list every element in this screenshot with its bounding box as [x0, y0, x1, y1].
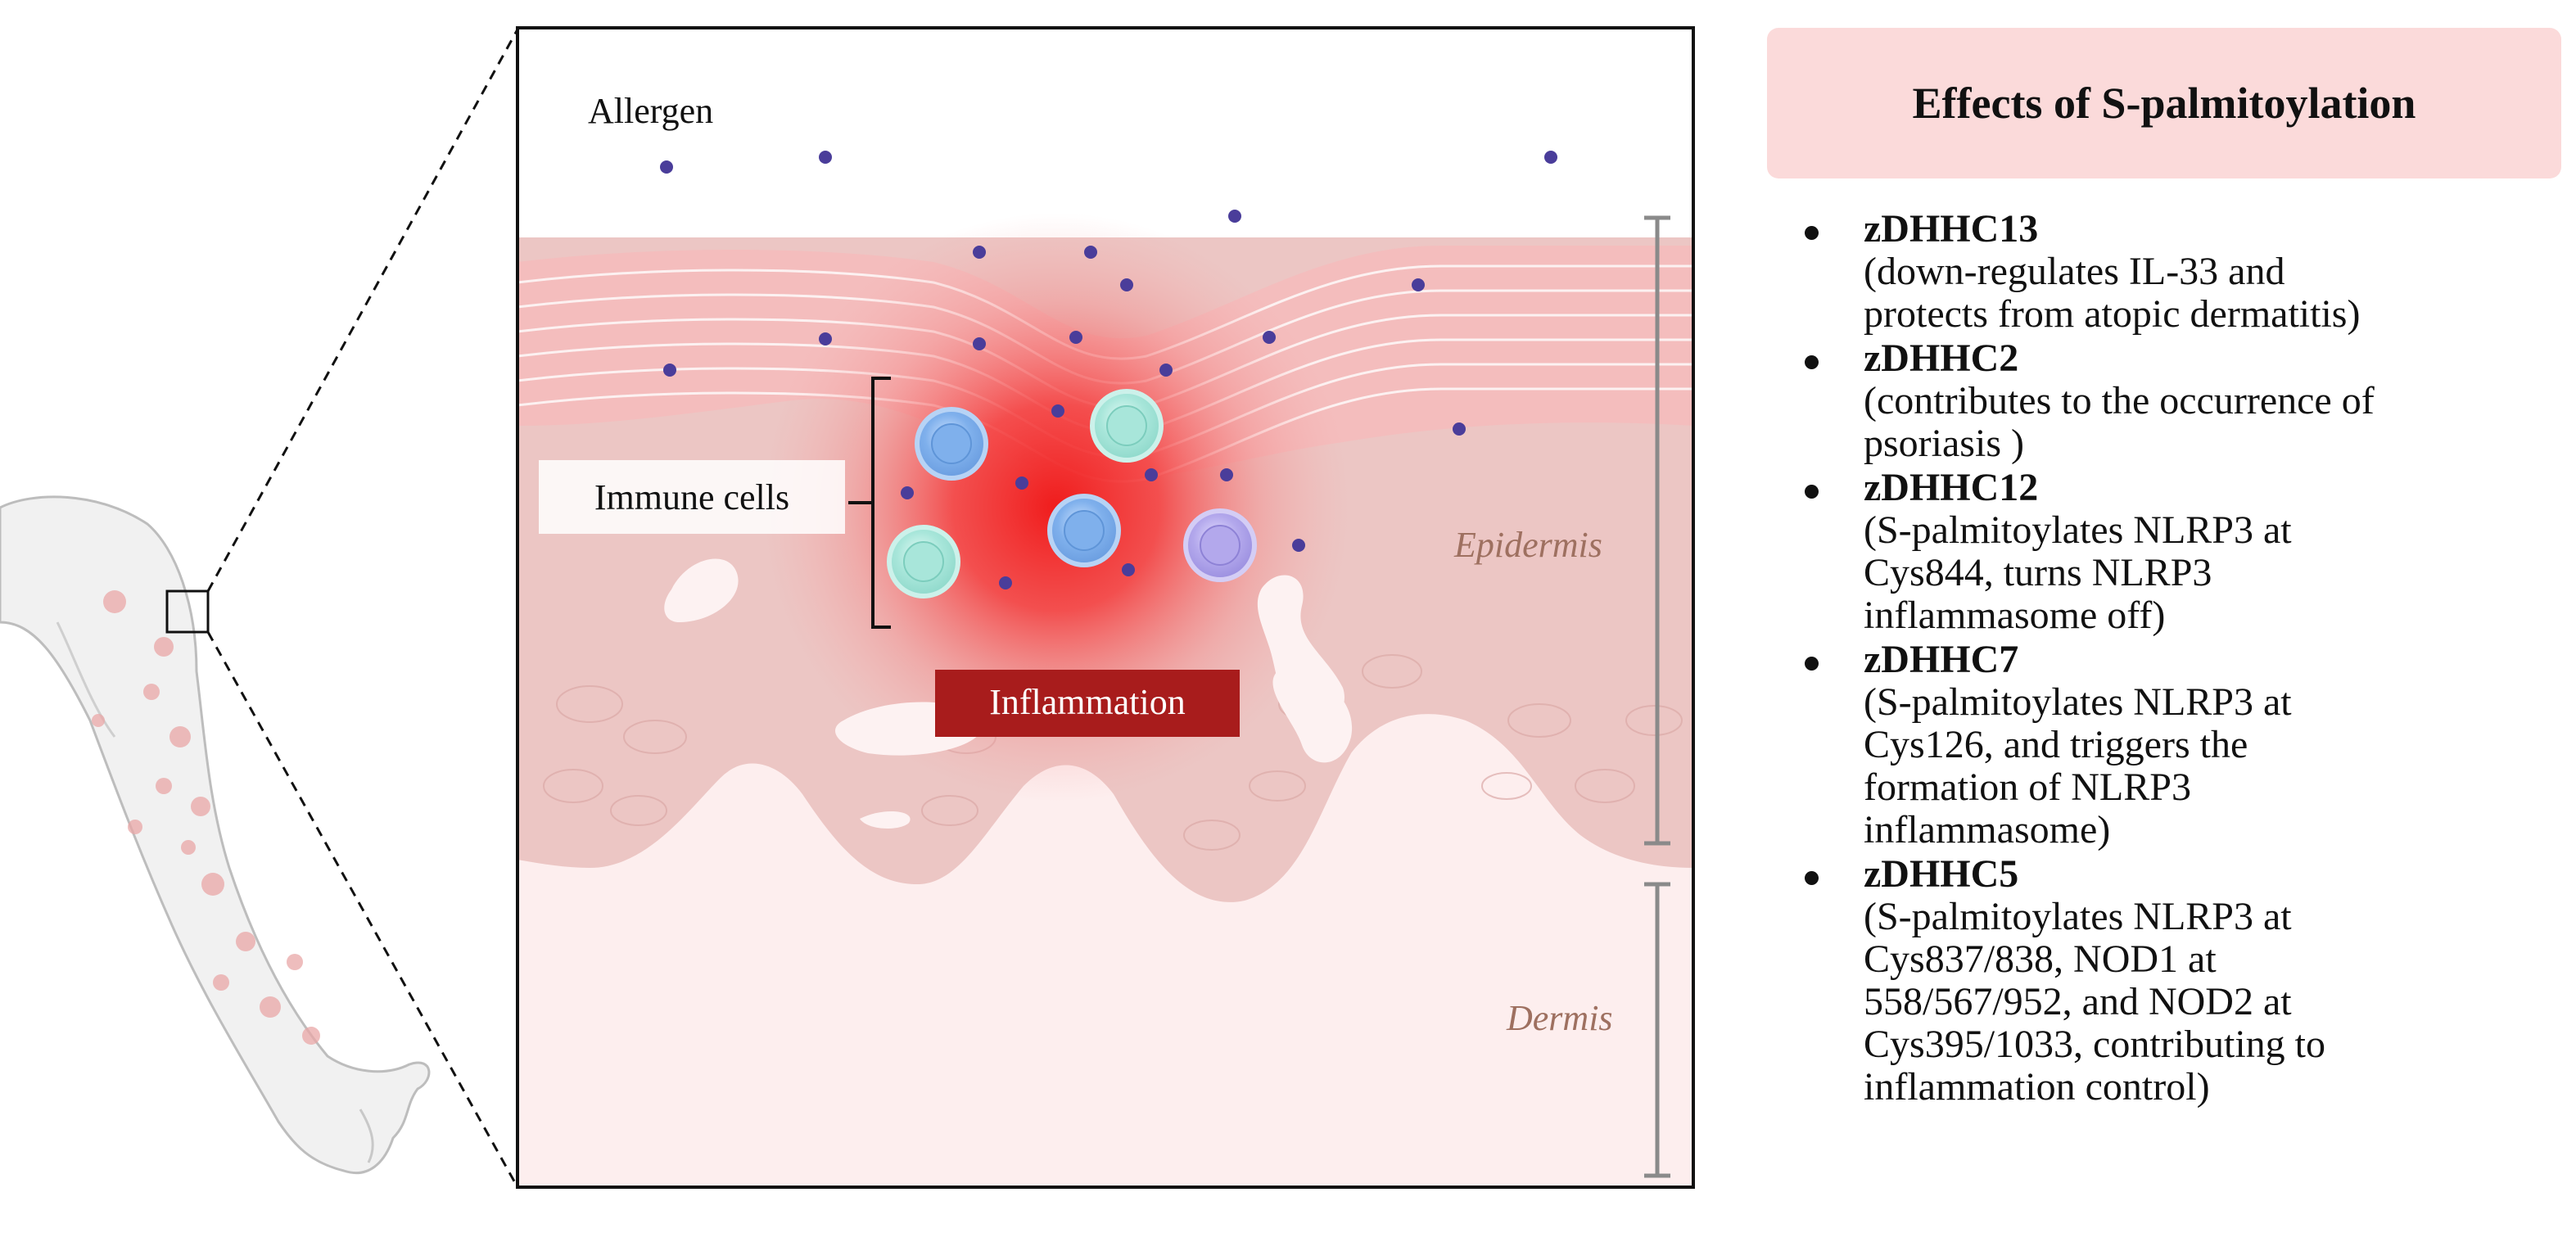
- inflammation-label: Inflammation: [989, 682, 1186, 722]
- arm-illustration: [0, 495, 431, 1175]
- epidermis-scale-bar: [1644, 215, 1670, 846]
- rash-spots: [92, 590, 320, 1045]
- zoom-box: [165, 589, 210, 634]
- bullet-icon: [1805, 226, 1819, 240]
- effect-name: zDHHC2: [1864, 336, 2019, 380]
- skin-diagram: Immune cells Allergen Inflammation Epide…: [0, 26, 1695, 1189]
- effect-description: (S-palmitoylates NLRP3 at Cys837/838, NO…: [1864, 895, 2325, 1109]
- immune-cells: [887, 389, 1257, 598]
- effects-panel: Effects of S-palmitoylation zDHHC13 (dow…: [1762, 28, 2565, 1223]
- effect-item-zdhhc13: zDHHC13 (down-regulates IL-33 and protec…: [1762, 208, 2565, 336]
- effect-description: (S-palmitoylates NLRP3 at Cys126, and tr…: [1864, 680, 2292, 851]
- immune-cells-bracket: [848, 377, 891, 629]
- bullet-icon: [1805, 355, 1819, 369]
- effects-header: Effects of S-palmitoylation: [1767, 28, 2561, 178]
- epidermis-label: Epidermis: [1453, 525, 1602, 565]
- allergen-label: Allergen: [588, 91, 713, 131]
- immune-cells-label: Immune cells: [594, 477, 789, 517]
- effects-title: Effects of S-palmitoylation: [1912, 79, 2416, 128]
- effect-description: (S-palmitoylates NLRP3 at Cys844, turns …: [1864, 508, 2292, 637]
- effect-name: zDHHC13: [1864, 207, 2039, 251]
- bullet-icon: [1805, 485, 1819, 499]
- zoom-line-bottom: [206, 631, 519, 1188]
- effect-name: zDHHC5: [1864, 852, 2019, 896]
- zoom-frame: [516, 26, 1695, 1189]
- effect-item-zdhhc7: zDHHC7 (S-palmitoylates NLRP3 at Cys126,…: [1762, 639, 2565, 851]
- effect-description: (down-regulates IL-33 and protects from …: [1864, 250, 2361, 336]
- immune-cells-label-bg: [539, 460, 845, 534]
- effect-name: zDHHC7: [1864, 638, 2019, 681]
- effect-item-zdhhc5: zDHHC5 (S-palmitoylates NLRP3 at Cys837/…: [1762, 853, 2565, 1109]
- bullet-icon: [1805, 871, 1819, 885]
- effect-description: (contributes to the occurrence of psoria…: [1864, 379, 2375, 465]
- dermis-label: Dermis: [1506, 998, 1613, 1038]
- effect-item-zdhhc2: zDHHC2 (contributes to the occurrence of…: [1762, 337, 2565, 465]
- effect-name: zDHHC12: [1864, 466, 2039, 509]
- inflammation-box: [935, 670, 1240, 737]
- bullet-icon: [1805, 657, 1819, 671]
- dermis-scale-bar: [1644, 882, 1670, 1178]
- allergen-particles: [660, 151, 1557, 589]
- effect-item-zdhhc12: zDHHC12 (S-palmitoylates NLRP3 at Cys844…: [1762, 467, 2565, 637]
- zoom-line-top: [206, 29, 519, 592]
- effects-list: zDHHC13 (down-regulates IL-33 and protec…: [1762, 208, 2565, 1110]
